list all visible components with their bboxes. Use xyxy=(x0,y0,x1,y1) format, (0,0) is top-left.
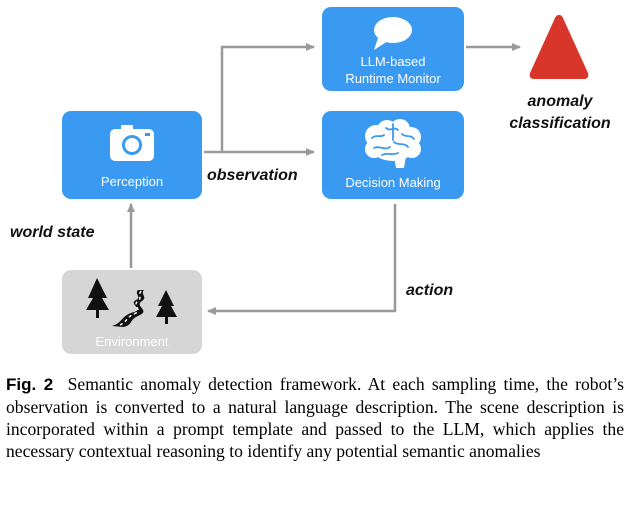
speech-bubble-icon xyxy=(374,17,412,50)
world-state-label: world state xyxy=(10,224,95,241)
action-label: action xyxy=(406,282,454,299)
caption-label: Fig. 2 xyxy=(6,375,54,394)
runtime-monitor-label-line1: LLM-based xyxy=(360,54,426,69)
anomaly-label-line2: classification xyxy=(509,115,611,132)
decision-making-node: Decision Making xyxy=(322,111,464,199)
perception-label: Perception xyxy=(100,174,164,189)
anomaly-classification-label: anomaly classification xyxy=(490,91,628,135)
figure-caption: Fig. 2 Semantic anomaly detection framew… xyxy=(6,373,624,462)
caption-body: Fig. 2 Semantic anomaly detection framew… xyxy=(6,373,624,462)
environment-node: Environment xyxy=(62,270,202,354)
runtime-monitor-node: LLM-based Runtime Monitor xyxy=(322,7,464,91)
caption-text: Semantic anomaly detection framework. At… xyxy=(6,374,624,461)
environment-label: Environment xyxy=(95,334,169,349)
perception-node: Perception xyxy=(62,111,202,199)
observation-label: observation xyxy=(207,167,298,184)
brain-icon xyxy=(365,119,421,168)
arrow-observation-to-monitor xyxy=(220,43,315,152)
forest-road-icon xyxy=(86,278,177,327)
camera-icon xyxy=(110,125,154,161)
decision-making-label: Decision Making xyxy=(345,175,441,190)
runtime-monitor-label-line2: Runtime Monitor xyxy=(345,71,441,86)
connector-arrows xyxy=(127,43,521,315)
arrow-action xyxy=(207,204,397,315)
warning-triangle-icon xyxy=(529,15,589,79)
anomaly-label-line1: anomaly xyxy=(527,93,593,110)
